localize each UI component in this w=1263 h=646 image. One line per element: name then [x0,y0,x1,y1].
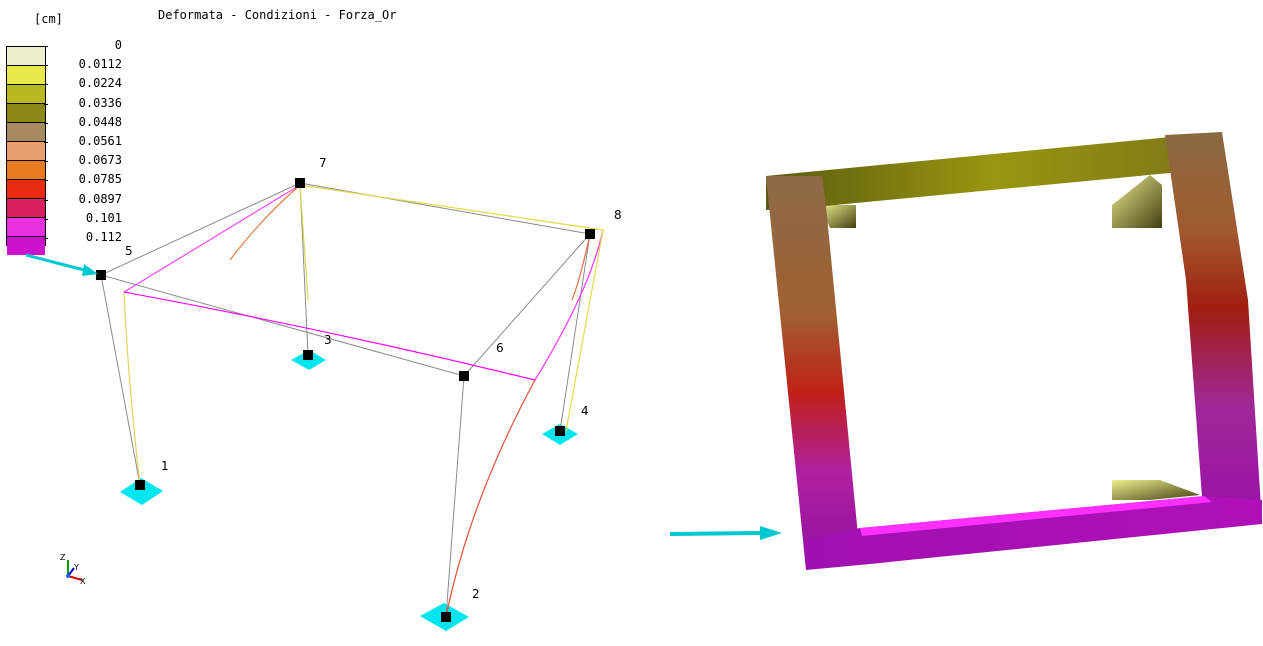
legend-tick [44,218,48,220]
legend-tick [44,238,48,239]
legend-label: 0.112 [85,230,122,244]
node-label-2: 2 [472,587,480,601]
node-label-1: 1 [161,459,169,473]
legend-tick [44,122,48,124]
legend-swatch [7,180,45,199]
legend-tick [44,65,48,67]
node-label-8: 8 [614,208,622,222]
legend-label: 0.0224 [78,76,122,91]
stub-top-right [1112,175,1162,228]
legend-label: 0.0448 [78,114,122,129]
legend-unit: [cm] [34,12,63,26]
beam-bottom [806,496,1262,570]
legend-label: 0.0561 [78,134,122,148]
node-5[interactable] [96,270,106,280]
deformed-frame [123,184,604,618]
undeformed-frame [100,182,591,618]
legend-label: 0 [114,38,122,52]
column-left [766,176,860,570]
legend-swatch [7,142,45,161]
legend-tick [44,180,48,182]
axis-z-label: Z [60,553,66,562]
legend-swatch [7,85,45,104]
supports [120,350,578,631]
legend-tick [44,103,48,105]
legend-label: 0.101 [85,210,122,225]
load-arrow-right [669,526,782,540]
node-1[interactable] [135,480,145,490]
solid-model[interactable] [669,132,1262,570]
node-7[interactable] [295,178,305,188]
color-legend [6,46,46,255]
node-3[interactable] [303,350,313,360]
legend-label: 0.0336 [78,95,122,110]
legend-swatch [7,218,45,237]
axis-y-label: Y [73,563,79,572]
beam-top [766,132,1222,210]
legend-swatch [7,66,45,85]
axis-x-label: X [80,577,86,586]
legend-swatch [7,47,45,66]
legend-tick [44,142,48,143]
legend-label: 0.0112 [78,57,122,72]
stub-top-left [820,205,856,228]
nodes [96,178,595,622]
stub-bottom-right [1112,480,1200,500]
axis-triad: Z Y X [60,553,86,586]
node-2[interactable] [441,612,451,622]
legend-tick [44,84,48,86]
legend-swatch [7,199,45,218]
node-8[interactable] [585,229,595,239]
legend-swatch [7,104,45,123]
plot-title: Deformata - Condizioni - Forza_Or [158,8,397,22]
node-label-3: 3 [324,333,332,347]
legend-swatch [7,237,45,255]
legend-swatch [7,161,45,180]
node-label-4: 4 [581,404,589,418]
node-label-7: 7 [319,156,327,170]
legend-swatch [7,123,45,142]
legend-label: 0.0673 [78,153,122,168]
legend-tick [44,46,48,47]
support-1 [120,478,163,505]
legend-label: 0.0897 [78,191,122,206]
legend-label: 0.0785 [78,172,122,187]
wireframe-model[interactable]: 1 2 3 4 5 6 7 8 Z Y X [25,156,622,631]
load-arrow-left [25,253,98,276]
column-right [1165,132,1262,524]
beam-bottom-highlight [860,496,1212,536]
node-4[interactable] [555,426,565,436]
node-label-5: 5 [125,244,133,258]
legend-tick [44,199,48,201]
node-label-6: 6 [496,341,504,355]
node-6[interactable] [459,371,469,381]
legend-tick [44,161,48,163]
